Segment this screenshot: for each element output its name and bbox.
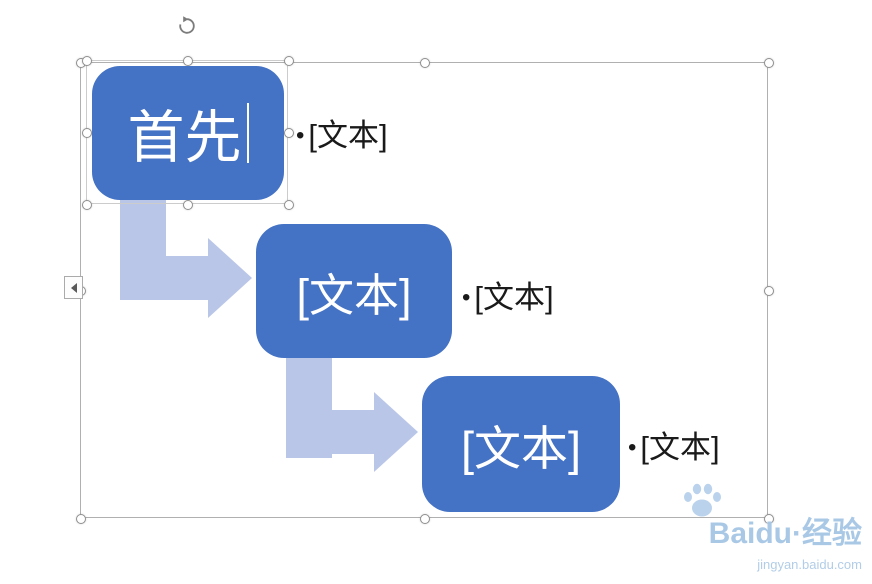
- bullet-text: [文本]: [474, 280, 554, 315]
- node2-label: [文本]: [296, 269, 412, 321]
- bullet-text: [文本]: [640, 430, 720, 465]
- resize-handle-bottom-left[interactable]: [76, 514, 86, 524]
- bullet-item-2[interactable]: •[文本]: [462, 272, 554, 317]
- smartart-node-2[interactable]: [文本]: [256, 224, 452, 358]
- bullet-text: [文本]: [308, 118, 388, 153]
- node1-resize-handle-bottom-middle[interactable]: [183, 200, 193, 210]
- node1-selection-frame: [82, 56, 294, 210]
- resize-handle-middle-right[interactable]: [764, 286, 774, 296]
- smartart-node-3[interactable]: [文本]: [422, 376, 620, 512]
- node1-resize-handle-top-left[interactable]: [82, 56, 92, 66]
- node1-resize-handle-bottom-right[interactable]: [284, 200, 294, 210]
- bullet-item-3[interactable]: •[文本]: [628, 422, 720, 467]
- node1-resize-handle-middle-right[interactable]: [284, 128, 294, 138]
- rotation-handle[interactable]: [177, 16, 197, 36]
- resize-handle-top-right[interactable]: [764, 58, 774, 68]
- resize-handle-top-middle[interactable]: [420, 58, 430, 68]
- node3-label: [文本]: [460, 421, 582, 475]
- text-cursor: [246, 103, 249, 163]
- resize-handle-bottom-middle[interactable]: [420, 514, 430, 524]
- node1-resize-handle-top-middle[interactable]: [183, 56, 193, 66]
- bullet-marker: •: [628, 434, 637, 461]
- text-pane-toggle-button[interactable]: [64, 276, 83, 299]
- node1-resize-handle-bottom-left[interactable]: [82, 200, 92, 210]
- rotate-clockwise-icon: [177, 16, 197, 40]
- node1-label: 首先: [127, 106, 242, 170]
- watermark-url: jingyan.baidu.com: [757, 557, 862, 572]
- smartart-node-1[interactable]: 首先: [92, 66, 284, 200]
- node1-resize-handle-middle-left[interactable]: [82, 128, 92, 138]
- connector-arrow-1-horizontal: [120, 256, 210, 300]
- bullet-item-1[interactable]: •[文本]: [296, 110, 388, 155]
- chevron-left-icon: [70, 282, 77, 293]
- node1-resize-handle-top-right[interactable]: [284, 56, 294, 66]
- bullet-marker: •: [296, 122, 305, 149]
- connector-arrow-2-head: [374, 392, 418, 472]
- bullet-marker: •: [462, 284, 471, 311]
- connector-arrow-2-horizontal: [286, 410, 376, 454]
- connector-arrow-1-head: [208, 238, 252, 318]
- resize-handle-bottom-right[interactable]: [764, 514, 774, 524]
